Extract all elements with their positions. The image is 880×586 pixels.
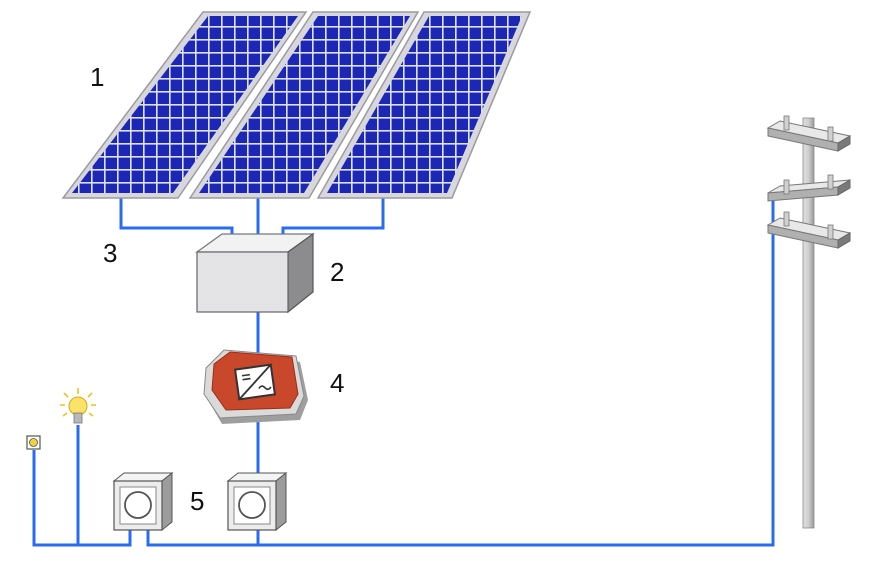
meter-icon <box>226 471 288 532</box>
wire-house-circuit <box>32 450 132 547</box>
pole-crossarm <box>767 174 851 202</box>
label-meters: 5 <box>190 486 205 516</box>
meter-icon <box>112 471 174 532</box>
label-inverter: 4 <box>330 368 345 398</box>
solar-panel-icon <box>188 11 420 199</box>
dc-wire-panel-1 <box>119 198 234 240</box>
label-dc-wiring: 3 <box>103 238 118 268</box>
wire-meter-link <box>146 530 258 547</box>
solar-panel-array <box>61 11 532 199</box>
solar-panel-icon <box>61 11 308 199</box>
utility-pole-icon <box>766 115 852 529</box>
pole-crossarm <box>766 211 852 249</box>
junction-box-icon <box>195 232 315 314</box>
inverter-symbol-icon <box>233 363 277 401</box>
wiring <box>32 198 775 547</box>
label-junction-box: 2 <box>330 257 345 287</box>
inverter-icon <box>203 349 308 424</box>
wire-meter-to-grid <box>256 200 775 547</box>
label-solar-panels: 1 <box>90 62 105 92</box>
pole-crossarm <box>766 115 852 152</box>
solar-panel-icon <box>316 11 532 199</box>
lightbulb-icon <box>60 388 96 424</box>
power-outlet-icon <box>26 435 41 450</box>
